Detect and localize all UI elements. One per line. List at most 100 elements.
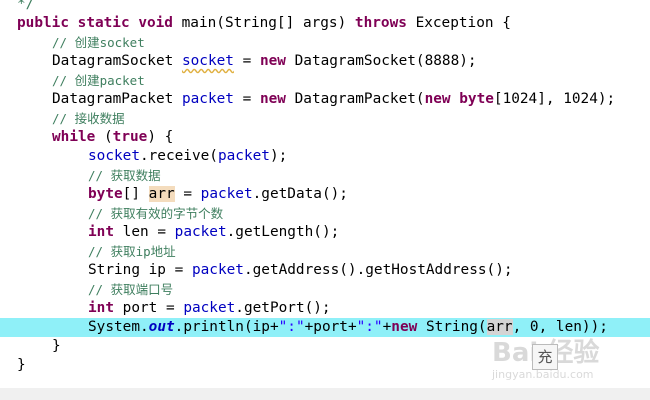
code-token: = <box>174 186 201 202</box>
code-token: .receive( <box>139 148 218 164</box>
code-token: packet <box>217 148 270 164</box>
code-line[interactable]: // 获取ip地址 <box>0 242 650 261</box>
code-line[interactable]: public static void main(String[] args) t… <box>0 14 650 33</box>
code-token: } <box>52 338 61 354</box>
code-line[interactable]: byte[] arr = packet.getData(); <box>0 185 650 204</box>
code-line[interactable]: DatagramSocket socket = new DatagramSock… <box>0 52 650 71</box>
code-token: int <box>88 300 114 316</box>
code-token: .getAddress().getHostAddress(); <box>243 262 513 278</box>
code-token: while <box>52 129 96 145</box>
code-token: DatagramSocket(8888); <box>285 53 477 69</box>
code-line-content: // 获取端口号 <box>88 280 173 299</box>
code-line[interactable]: // 接收数据 <box>0 109 650 128</box>
code-token: new <box>424 91 451 107</box>
code-token: true <box>112 129 148 145</box>
code-token: main(String[] <box>172 15 303 31</box>
code-token: + <box>382 319 392 335</box>
code-token: ( <box>95 129 113 145</box>
code-line[interactable]: int port = packet.getPort(); <box>0 299 650 318</box>
code-token: static <box>77 15 130 31</box>
code-token: // 接收数据 <box>52 111 125 126</box>
code-token: arr <box>486 319 513 335</box>
code-line[interactable]: // 获取数据 <box>0 166 650 185</box>
code-line[interactable]: DatagramPacket packet = new DatagramPack… <box>0 90 650 109</box>
code-line-content: // 获取有效的字节个数 <box>88 204 223 223</box>
code-line[interactable]: } <box>0 337 650 356</box>
code-token: // 创建packet <box>52 73 145 88</box>
code-token: [1024], 1024); <box>493 91 616 107</box>
code-token: socket <box>88 148 140 164</box>
code-line-content: } <box>52 337 61 356</box>
code-token: String( <box>417 319 487 335</box>
code-line-content: DatagramPacket packet = new DatagramPack… <box>52 90 615 109</box>
code-token: +port+ <box>304 319 357 335</box>
code-token: // 获取数据 <box>88 168 161 183</box>
code-token: packet <box>191 262 244 278</box>
code-token: args <box>302 15 338 31</box>
code-line-content: } <box>17 356 26 375</box>
code-token: packet <box>200 186 253 202</box>
code-token: } <box>17 357 26 373</box>
code-line-content: // 创建socket <box>52 33 145 52</box>
code-line[interactable]: // 获取端口号 <box>0 280 650 299</box>
code-token: [] <box>122 186 149 202</box>
code-token: out <box>148 319 175 335</box>
code-line[interactable]: // 创建socket <box>0 33 650 52</box>
code-line-content: // 获取数据 <box>88 166 161 185</box>
code-token: throws <box>354 15 407 31</box>
code-token: , 0, len)); <box>512 319 608 335</box>
code-line-highlighted[interactable]: System.out.println(ip+":"+port+":"+new S… <box>0 318 650 337</box>
code-token: .getLength(); <box>226 224 340 240</box>
code-line[interactable]: socket.receive(packet); <box>0 147 650 166</box>
code-token: byte <box>88 186 123 202</box>
code-token: */ <box>17 0 35 12</box>
code-token: public <box>17 15 69 31</box>
code-line-content: // 获取ip地址 <box>88 242 176 261</box>
code-token: DatagramPacket <box>52 91 182 107</box>
code-line-content: int len = packet.getLength(); <box>88 223 339 242</box>
code-token: arr <box>148 186 175 202</box>
code-token: ":" <box>356 319 383 335</box>
code-token: // 获取ip地址 <box>88 244 176 259</box>
code-token: Exception { <box>406 15 511 31</box>
code-token: = <box>233 53 260 69</box>
code-token: .getPort(); <box>235 300 331 316</box>
code-token: = <box>233 91 260 107</box>
code-line[interactable]: // 获取有效的字节个数 <box>0 204 650 223</box>
code-token: packet <box>174 224 227 240</box>
code-line-content: DatagramSocket socket = new DatagramSock… <box>52 52 477 71</box>
code-line-content: byte[] arr = packet.getData(); <box>88 185 348 204</box>
code-token: .println(ip+ <box>174 319 279 335</box>
code-token <box>69 15 78 31</box>
code-token: byte <box>459 91 494 107</box>
code-token: void <box>138 15 173 31</box>
code-line[interactable]: String ip = packet.getAddress().getHostA… <box>0 261 650 280</box>
code-line-content: // 接收数据 <box>52 109 125 128</box>
code-token: String ip = <box>88 262 192 278</box>
code-line-content: while (true) { <box>52 128 173 147</box>
code-line[interactable]: while (true) { <box>0 128 650 147</box>
code-token: // 创建socket <box>52 35 145 50</box>
code-line[interactable]: // 创建packet <box>0 71 650 90</box>
code-token: System. <box>88 319 149 335</box>
overlay-icon: 充 <box>532 344 558 370</box>
code-token: ) { <box>147 129 174 145</box>
code-line-content: int port = packet.getPort(); <box>88 299 331 318</box>
code-token: new <box>259 53 286 69</box>
code-token: ); <box>269 148 288 164</box>
code-token <box>451 91 460 107</box>
code-line-content: socket.receive(packet); <box>88 147 287 166</box>
code-line[interactable]: int len = packet.getLength(); <box>0 223 650 242</box>
code-line-content: public static void main(String[] args) t… <box>17 14 511 33</box>
code-line[interactable]: */ <box>0 0 650 14</box>
code-line-content: String ip = packet.getAddress().getHostA… <box>88 261 513 280</box>
code-token: new <box>259 91 286 107</box>
editor-bottom-strip <box>0 388 650 400</box>
code-token: packet <box>181 91 234 107</box>
code-editor[interactable]: */ public static void main(String[] args)… <box>0 0 650 388</box>
code-token: DatagramPacket( <box>285 91 425 107</box>
code-line-content: // 创建packet <box>52 71 145 90</box>
code-token: new <box>391 319 418 335</box>
code-token: // 获取有效的字节个数 <box>88 206 224 221</box>
code-line[interactable]: } <box>0 356 650 375</box>
